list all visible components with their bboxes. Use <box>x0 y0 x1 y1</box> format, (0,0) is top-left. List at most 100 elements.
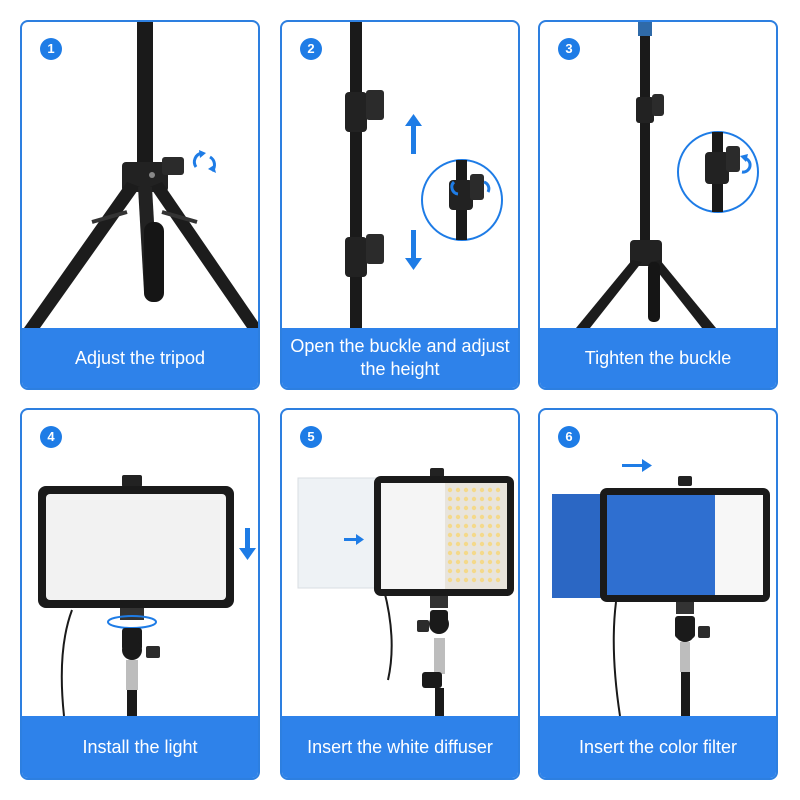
led-dot <box>455 514 461 520</box>
step-card-1: 1 Adjust the tripod <box>20 20 260 390</box>
led-dot <box>463 514 469 520</box>
led-dot <box>455 496 461 502</box>
led-dot <box>447 523 453 529</box>
led-dot <box>447 577 453 583</box>
led-dot <box>487 559 493 565</box>
led-dot <box>455 505 461 511</box>
led-grid <box>447 487 501 583</box>
led-dot <box>447 487 453 493</box>
led-dot <box>495 487 501 493</box>
led-dot <box>487 505 493 511</box>
led-dot <box>455 559 461 565</box>
led-dot <box>447 505 453 511</box>
step-number-badge: 6 <box>558 426 580 448</box>
led-dot <box>455 541 461 547</box>
led-dot <box>455 577 461 583</box>
step-card-4: 4 Install the light <box>20 408 260 780</box>
led-dot <box>447 550 453 556</box>
led-dot <box>463 523 469 529</box>
led-dot <box>495 532 501 538</box>
led-dot <box>479 541 485 547</box>
step-card-2: 2 Open the buckle and adjust the height <box>280 20 520 390</box>
led-dot <box>495 550 501 556</box>
led-dot <box>479 550 485 556</box>
install-light-illustration <box>38 475 256 716</box>
led-dot <box>487 568 493 574</box>
led-dot <box>495 505 501 511</box>
step-number-badge: 4 <box>40 426 62 448</box>
led-dot <box>487 541 493 547</box>
led-dot <box>463 496 469 502</box>
led-dot <box>471 514 477 520</box>
led-dot <box>447 559 453 565</box>
led-dot <box>487 532 493 538</box>
led-dot <box>455 568 461 574</box>
step-card-5: 5 Insert the white diffuser <box>280 408 520 780</box>
led-dot <box>471 568 477 574</box>
led-dot <box>495 523 501 529</box>
led-dot <box>487 514 493 520</box>
led-dot <box>495 541 501 547</box>
led-dot <box>447 541 453 547</box>
led-dot <box>479 514 485 520</box>
led-dot <box>447 532 453 538</box>
led-dot <box>463 577 469 583</box>
step-caption: Insert the color filter <box>540 716 776 778</box>
led-dot <box>479 532 485 538</box>
step-caption: Adjust the tripod <box>22 328 258 388</box>
step-caption: Install the light <box>22 716 258 778</box>
led-dot <box>455 487 461 493</box>
led-dot <box>463 505 469 511</box>
led-dot <box>471 559 477 565</box>
led-dot <box>471 541 477 547</box>
stand-height-illustration <box>345 22 503 328</box>
led-dot <box>495 559 501 565</box>
led-dot <box>487 577 493 583</box>
tighten-buckle-illustration <box>576 22 759 328</box>
step-number-badge: 2 <box>300 38 322 60</box>
led-dot <box>495 514 501 520</box>
led-dot <box>479 496 485 502</box>
step-caption: Tighten the buckle <box>540 328 776 388</box>
led-dot <box>463 550 469 556</box>
step-number-badge: 3 <box>558 38 580 60</box>
tripod-base-illustration <box>24 22 258 328</box>
led-dot <box>471 487 477 493</box>
step-caption: Insert the white diffuser <box>282 716 518 778</box>
led-dot <box>487 523 493 529</box>
step-card-6: 6 Insert the color filter <box>538 408 778 780</box>
led-dot <box>495 496 501 502</box>
led-dot <box>471 577 477 583</box>
led-dot <box>471 550 477 556</box>
led-dot <box>479 523 485 529</box>
step-caption: Open the buckle and adjust the height <box>282 328 518 388</box>
led-dot <box>463 487 469 493</box>
led-dot <box>463 532 469 538</box>
led-dot <box>479 487 485 493</box>
led-dot <box>479 559 485 565</box>
led-dot <box>479 505 485 511</box>
led-dot <box>463 559 469 565</box>
led-dot <box>479 568 485 574</box>
insert-color-filter-illustration <box>552 459 770 716</box>
led-dot <box>455 523 461 529</box>
led-dot <box>463 541 469 547</box>
led-dot <box>471 505 477 511</box>
step-card-3: 3 Tighten the buckle <box>538 20 778 390</box>
step-number-badge: 1 <box>40 38 62 60</box>
led-dot <box>487 496 493 502</box>
led-dot <box>471 496 477 502</box>
led-dot <box>455 532 461 538</box>
led-dot <box>471 523 477 529</box>
led-dot <box>447 568 453 574</box>
led-dot <box>455 550 461 556</box>
insert-diffuser-illustration <box>297 468 514 716</box>
led-dot <box>487 487 493 493</box>
led-dot <box>471 532 477 538</box>
led-dot <box>447 496 453 502</box>
led-dot <box>487 550 493 556</box>
led-dot <box>479 577 485 583</box>
led-dot <box>495 568 501 574</box>
led-dot <box>463 568 469 574</box>
led-dot <box>447 514 453 520</box>
